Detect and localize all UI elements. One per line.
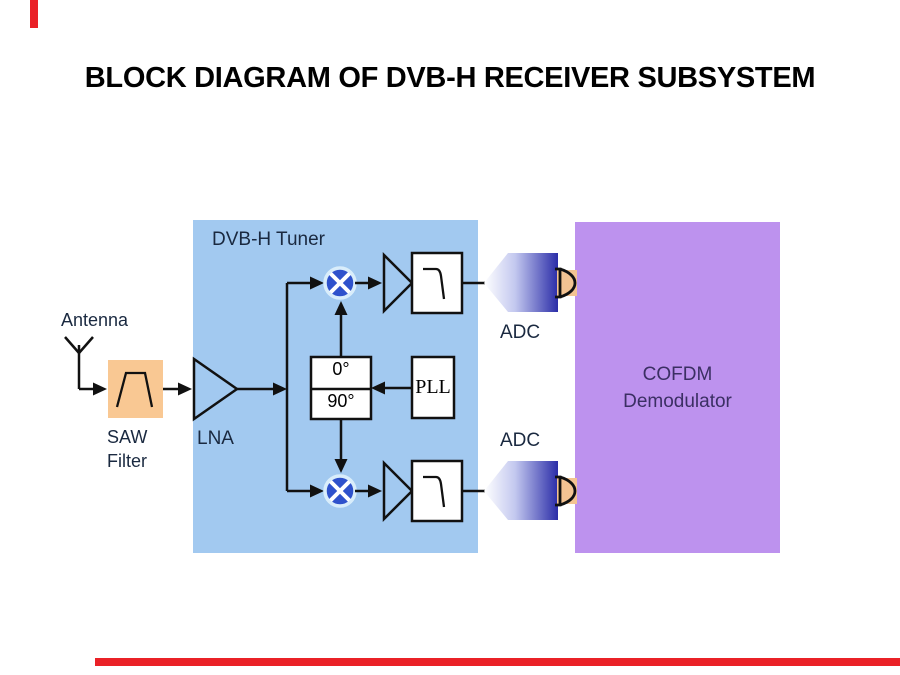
demodulator-label-line1: COFDM — [642, 364, 713, 385]
arrowhead — [178, 382, 192, 396]
lowpass-filter-bottom-icon — [423, 475, 446, 508]
lowpass-filter-top-block — [410, 251, 464, 315]
mixer-q-icon — [323, 474, 357, 508]
connector-bottom-arrow-icon — [555, 475, 577, 507]
saw-filter-label: SAW Filter — [107, 425, 177, 473]
adc-top-shape — [484, 253, 558, 312]
arrowhead — [273, 382, 287, 396]
saw-filter-label-line2: Filter — [107, 451, 147, 471]
demodulator-label: COFDM Demodulator — [575, 361, 780, 415]
arrowhead — [368, 276, 382, 290]
antenna-label: Antenna — [61, 310, 129, 330]
page-title: BLOCK DIAGRAM OF DVB-H RECEIVER SUBSYSTE… — [84, 62, 816, 94]
arrowhead — [371, 381, 385, 395]
demodulator-label-line2: Demodulator — [623, 391, 732, 412]
phase-90-label: 90° — [327, 391, 355, 411]
red-accent-bar-bottom — [95, 658, 900, 666]
lowpass-filter-bottom-block — [410, 459, 464, 523]
lna-label: LNA — [197, 428, 234, 449]
tuner-label: DVB-H Tuner — [212, 229, 325, 250]
connector-top-arrow-icon — [555, 267, 577, 299]
saw-filter-block — [108, 360, 163, 418]
arrowhead — [93, 382, 107, 396]
adc-top-label: ADC — [499, 322, 541, 343]
saw-filter-label-line1: SAW — [107, 427, 148, 447]
antenna-icon — [64, 336, 94, 389]
red-accent-bar-left — [30, 0, 38, 28]
pll-block — [410, 355, 456, 420]
adc-bottom-shape — [484, 461, 558, 520]
bandpass-filter-icon — [115, 371, 154, 408]
pll-label: PLL — [415, 376, 451, 398]
demodulator-box — [575, 222, 780, 553]
arrowhead — [310, 484, 324, 498]
arrowhead — [368, 484, 382, 498]
arrowhead — [310, 276, 324, 290]
arrowhead — [334, 459, 348, 473]
lowpass-filter-top-icon — [423, 267, 446, 300]
arrowhead — [334, 301, 348, 315]
amplifier-bottom-icon — [382, 459, 414, 523]
adc-bottom-label: ADC — [499, 430, 541, 451]
lna-amplifier-icon — [192, 356, 240, 422]
phase-0-label: 0° — [332, 359, 350, 379]
mixer-i-icon — [323, 266, 357, 300]
amplifier-top-icon — [382, 251, 414, 315]
